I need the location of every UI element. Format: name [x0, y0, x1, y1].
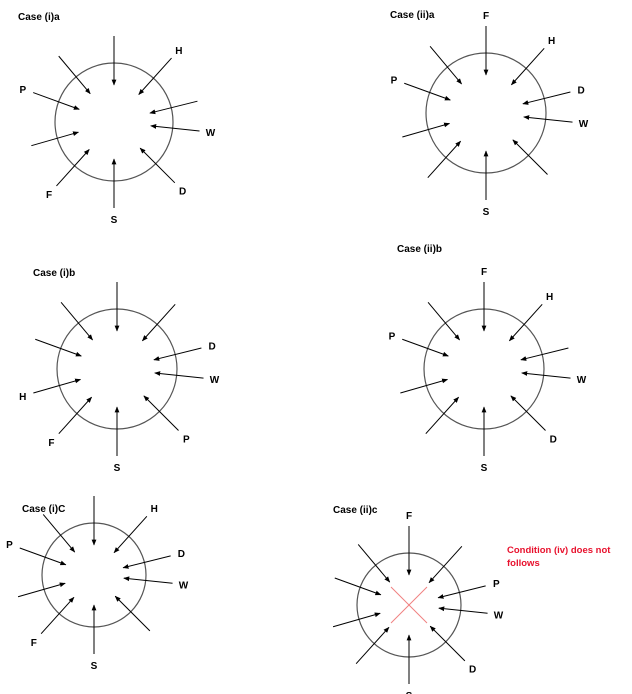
person-label: F: [406, 511, 412, 522]
seat-arrow-right-upper: [522, 91, 571, 105]
seat-arrow-sw: [58, 396, 92, 434]
case-title: Case (ii)a: [390, 10, 435, 21]
seat-arrow-left-upper: [404, 82, 451, 101]
seat-arrow-ne: [138, 57, 172, 95]
person-label: S: [114, 463, 121, 474]
seat-arrow-left-lower: [17, 582, 66, 598]
case-title: Case (i)b: [33, 268, 75, 279]
case-title: Case (i)C: [22, 504, 65, 515]
seat-arrow-right-upper: [153, 347, 202, 361]
person-label: W: [494, 610, 504, 621]
seat-arrow-right-upper: [149, 100, 198, 115]
person-label: P: [183, 434, 190, 445]
seat-arrow-left-upper: [19, 547, 67, 566]
seat-arrow-right-upper: [520, 347, 569, 361]
seat-arrow-ne: [511, 48, 545, 86]
person-label: D: [469, 665, 476, 676]
seat-arrow-left-lower: [402, 122, 451, 138]
person-label: F: [48, 438, 54, 449]
seat-arrow-left-lower: [400, 378, 449, 394]
condition-note: Condition (iv) does not follows: [507, 545, 611, 569]
person-label: S: [406, 691, 413, 694]
seat-arrow-sw: [425, 396, 459, 434]
seat-arrow-left-lower: [31, 131, 80, 147]
seat-arrow-left-upper: [402, 338, 449, 357]
seat-arrow-sw: [355, 626, 390, 665]
person-label: P: [6, 540, 13, 551]
seat-arrow-sw: [427, 140, 461, 178]
seat-arrow-ne: [113, 515, 148, 554]
case-title: Case (ii)c: [333, 505, 378, 516]
person-label: W: [210, 375, 220, 386]
seat-arrow-nw: [427, 302, 460, 341]
seat-arrow-nw: [58, 55, 91, 95]
seat-arrow-se: [143, 395, 179, 431]
person-label: S: [91, 661, 98, 672]
person-label: F: [46, 190, 52, 201]
seat-arrow-right-lower: [154, 371, 204, 379]
person-label: F: [481, 267, 487, 278]
seat-arrow-left-lower: [332, 612, 381, 628]
seat-arrow-se: [510, 395, 546, 431]
person-label: H: [546, 292, 553, 303]
case-diagram: Case (i)aH W D S F P: [18, 12, 216, 226]
case-title: Case (ii)b: [397, 244, 442, 255]
person-label: W: [179, 580, 189, 591]
case-diagram: Case (ii)a F H D W S P: [390, 10, 589, 218]
seat-arrow-left-upper: [35, 338, 82, 357]
person-label: P: [20, 85, 27, 96]
seat-arrow-sw: [40, 596, 75, 635]
person-label: F: [483, 11, 489, 22]
seat-arrow-se: [139, 147, 176, 184]
seat-arrow-right-lower: [438, 606, 488, 614]
seat-arrow-right-lower: [150, 124, 200, 132]
person-label: D: [577, 85, 584, 96]
person-label: D: [179, 187, 186, 198]
cross-mark-line: [390, 586, 428, 624]
seat-arrow-ne: [428, 545, 463, 584]
person-label: W: [577, 375, 587, 386]
seat-arrow-right-lower: [123, 576, 173, 584]
seat-arrow-se: [114, 595, 151, 632]
person-label: S: [483, 207, 490, 218]
seat-arrow-right-upper: [437, 585, 486, 599]
person-label: H: [548, 36, 555, 47]
person-label: D: [208, 341, 215, 352]
person-label: H: [175, 46, 182, 57]
person-label: H: [19, 392, 26, 403]
person-label: W: [206, 128, 216, 139]
person-label: P: [493, 579, 500, 590]
seat-arrow-nw: [357, 544, 391, 583]
seat-arrow-sw: [56, 149, 90, 187]
seat-arrow-left-lower: [33, 378, 82, 394]
person-label: D: [178, 549, 185, 560]
person-label: S: [481, 463, 488, 474]
person-label: D: [550, 434, 557, 445]
seat-arrow-se: [512, 139, 548, 175]
case-diagram: Case (i)bD W P S F H: [19, 268, 220, 474]
seat-arrow-left-upper: [33, 92, 80, 110]
seat-arrow-nw: [60, 302, 93, 341]
seat-arrow-ne: [142, 304, 176, 342]
seat-arrow-right-lower: [521, 371, 571, 379]
person-label: P: [389, 331, 396, 342]
person-label: H: [151, 504, 158, 515]
seat-arrow-nw: [429, 46, 462, 85]
person-label: P: [391, 75, 398, 86]
case-title: Case (i)a: [18, 12, 60, 23]
person-label: F: [31, 638, 37, 649]
seat-arrow-left-upper: [334, 577, 382, 596]
seat-arrow-right-lower: [523, 115, 573, 123]
seat-arrow-se: [429, 625, 466, 662]
seat-arrow-nw: [42, 514, 76, 553]
person-label: S: [111, 215, 118, 226]
seat-arrow-ne: [509, 304, 543, 342]
case-diagram: Case (ii)cF P W D S: [332, 505, 504, 694]
seat-arrow-right-upper: [122, 555, 171, 569]
case-diagram: Case (i)C H D W S F P: [6, 496, 189, 672]
case-diagram: Case (ii)bF H W D S P: [389, 244, 587, 474]
person-label: W: [579, 119, 589, 130]
